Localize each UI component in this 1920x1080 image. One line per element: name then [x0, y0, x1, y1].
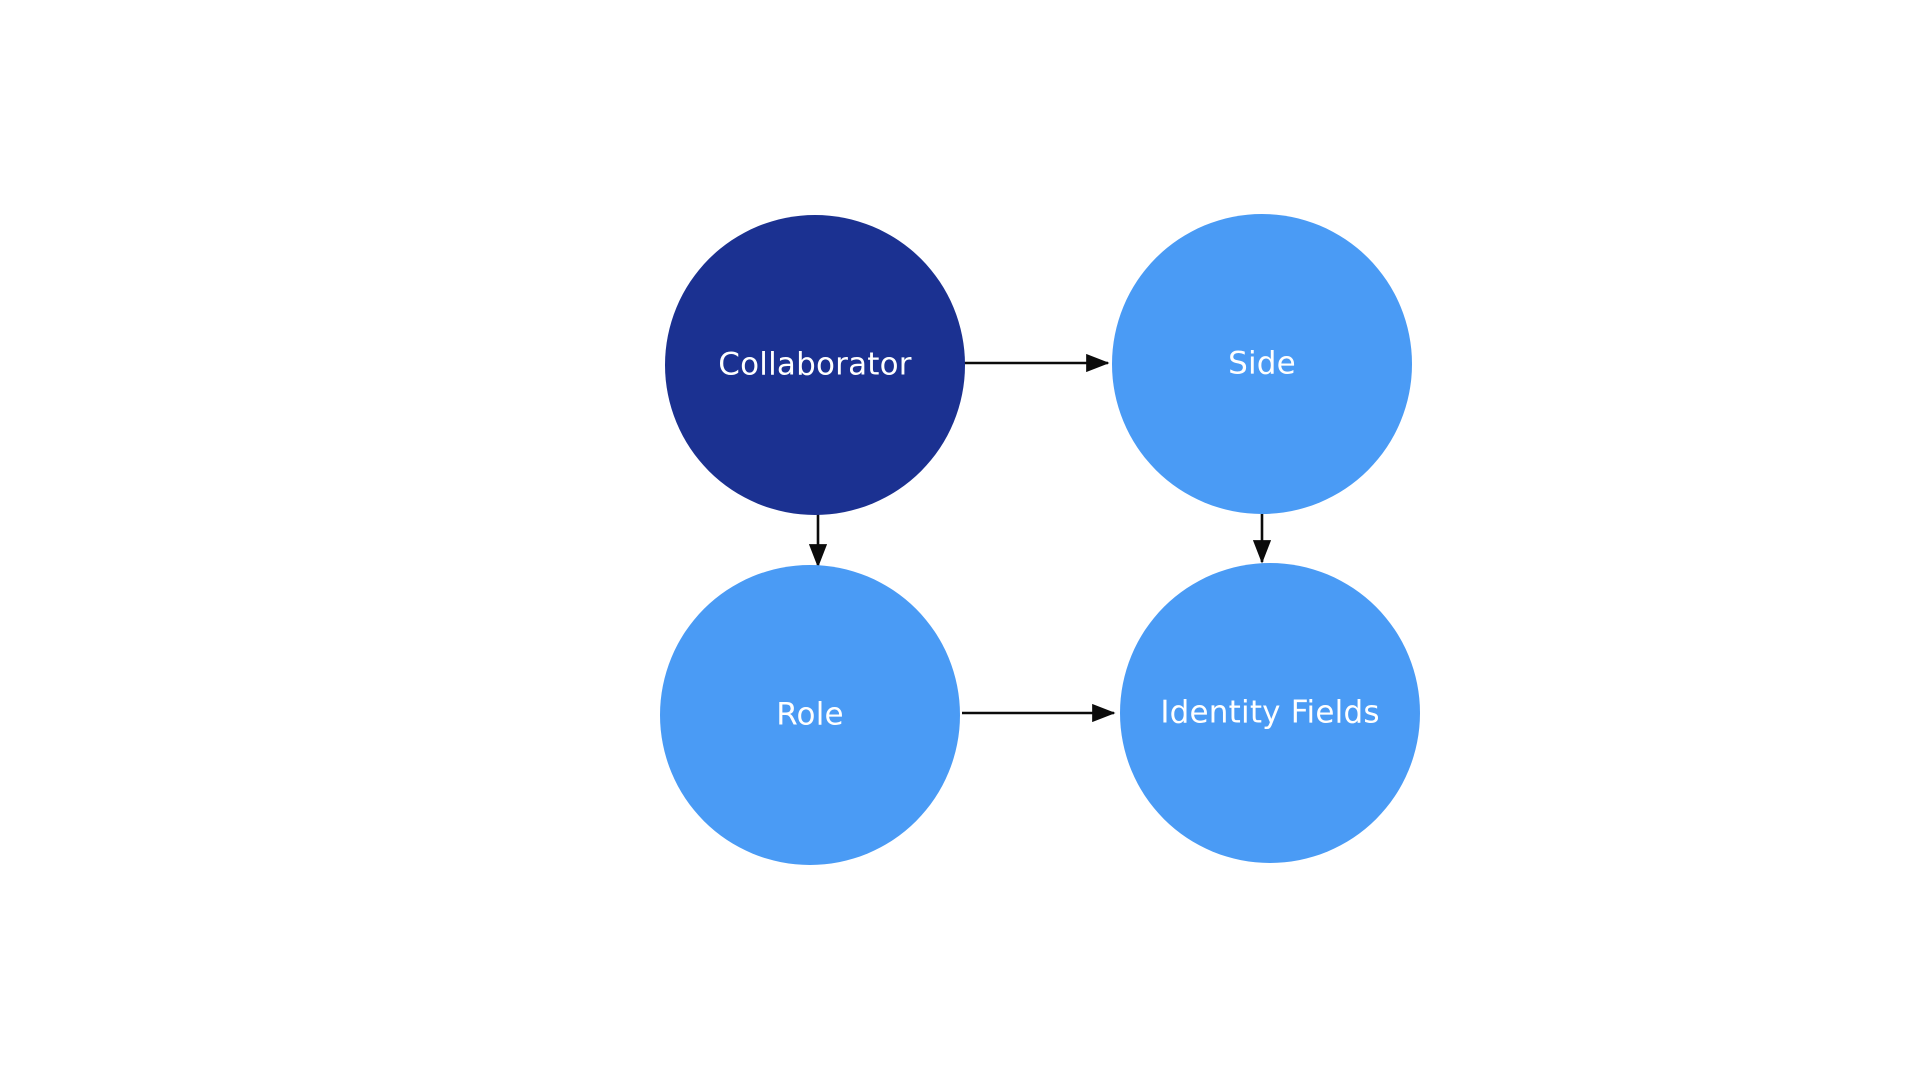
node-side[interactable]: Side: [1112, 214, 1412, 514]
node-label-side: Side: [1228, 346, 1296, 382]
node-label-collaborator: Collaborator: [718, 347, 912, 383]
node-shape-side[interactable]: [1112, 214, 1412, 514]
node-collaborator[interactable]: Collaborator: [665, 215, 965, 515]
node-label-identity-fields: Identity Fields: [1160, 695, 1379, 731]
node-identity-fields[interactable]: Identity Fields: [1120, 563, 1420, 863]
node-shape-identity-fields[interactable]: [1120, 563, 1420, 863]
node-role[interactable]: Role: [660, 565, 960, 865]
edges-layer: [808, 353, 1272, 723]
node-label-role: Role: [776, 697, 844, 733]
node-shape-collaborator[interactable]: [665, 215, 965, 515]
node-shape-role[interactable]: [660, 565, 960, 865]
